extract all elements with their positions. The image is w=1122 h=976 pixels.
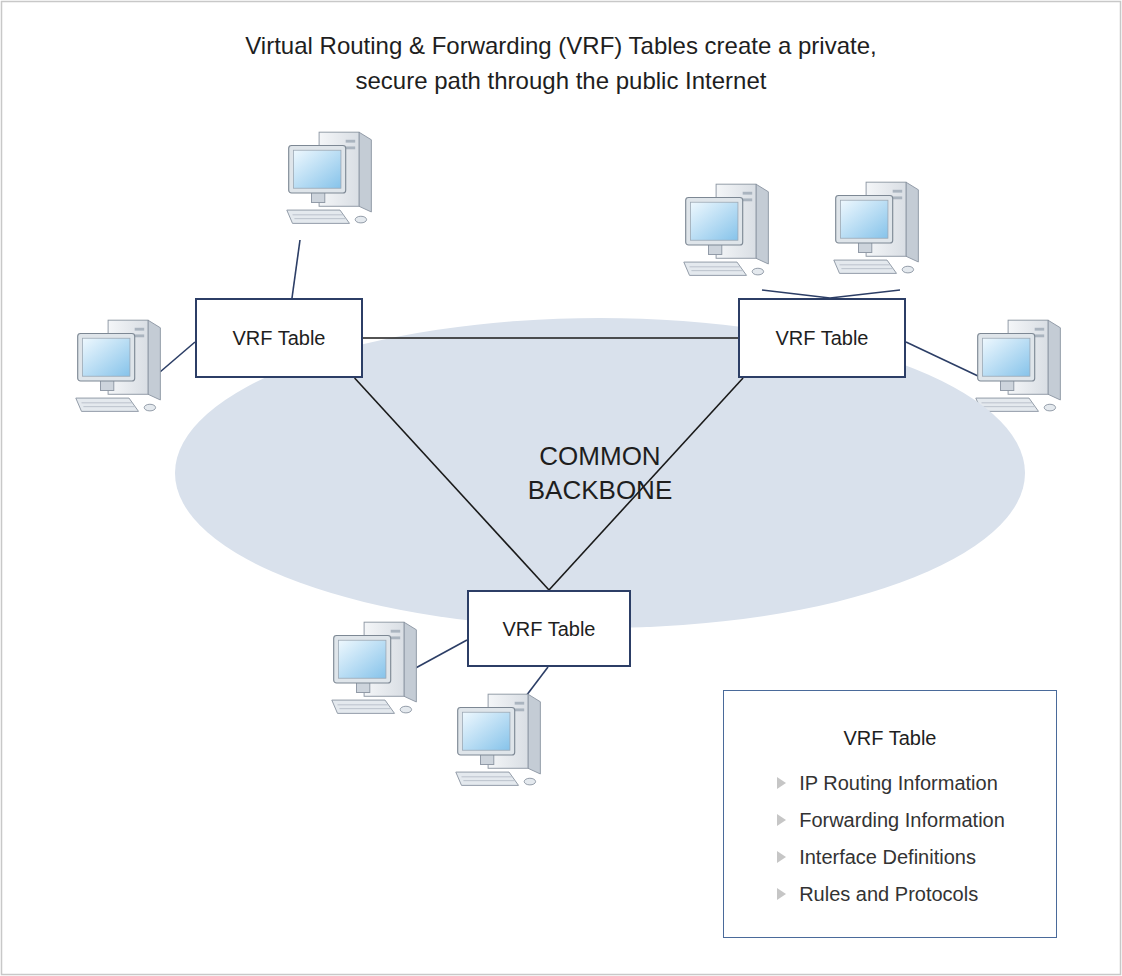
- node-label: VRF Table: [775, 325, 868, 351]
- node-label: VRF Table: [232, 325, 325, 351]
- connector-line: [549, 378, 743, 590]
- vrf-table-box: VRF Table: [738, 298, 906, 378]
- node-list-item: Interface Definitions: [775, 839, 1005, 876]
- node-list-item: Forwarding Information: [775, 802, 1005, 839]
- connector-line: [355, 378, 549, 590]
- vrf-table-box: VRF Table: [467, 590, 631, 667]
- node-list-item: IP Routing Information: [775, 765, 1005, 802]
- node-label: VRF Table: [775, 725, 1005, 751]
- diagram-title: Virtual Routing & Forwarding (VRF) Table…: [211, 28, 911, 98]
- node-label: VRF Table: [502, 616, 595, 642]
- connector-line: [363, 337, 738, 339]
- node-label: COMMON BACKBONE: [500, 439, 700, 507]
- vrf-table-box: VRF Table: [195, 298, 363, 378]
- node-list-item: Rules and Protocols: [775, 876, 1005, 913]
- vrf-table-legend-box: VRF Table IP Routing InformationForwardin…: [723, 690, 1057, 938]
